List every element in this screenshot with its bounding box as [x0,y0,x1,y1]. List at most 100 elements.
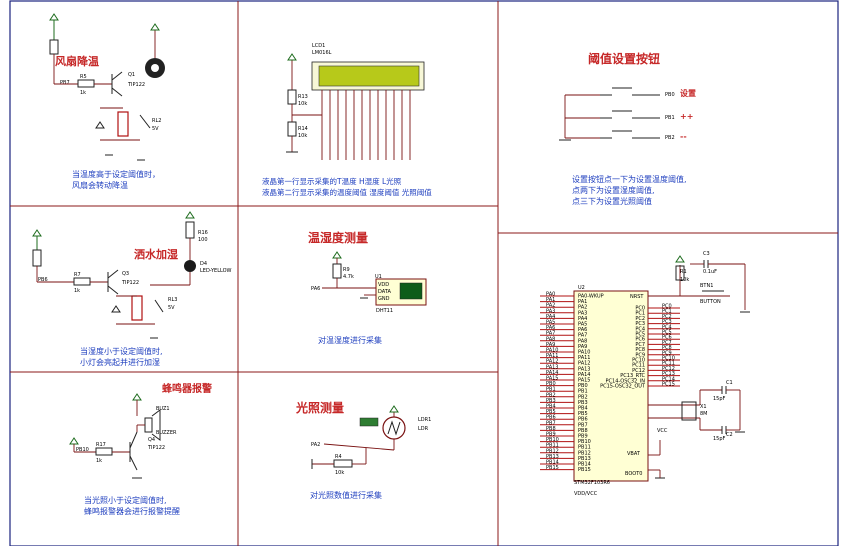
mcu-pin-label: PB15 [578,467,591,473]
lcd-desc-line1: 液晶第一行显示采集的T温度 H湿度 L光照 [262,176,402,186]
mcu-pin-label: PA11 [578,355,590,361]
mcu-pin-label: PA2 [578,305,587,311]
mcu-pin-label: PB2 [578,394,588,400]
lcd-model: LM016L [312,50,332,56]
mcu-pin-label: PB13 [578,456,591,462]
push-button-icon[interactable] [600,130,660,139]
boot0-label: BOOT0 [625,471,642,477]
mcu-net-label: PB1 [546,387,556,393]
mcu-net-label: PB6 [546,415,556,421]
mcu-pin-label: PB9 [578,434,588,440]
dht-display-icon [399,282,423,300]
crystal-x1-icon [681,401,697,421]
water-section: 洒水加湿 PB6 R7 1k Q3 TIP122 R16 100 D4 LED-… [32,211,232,367]
mcu-net-label: PB0 [546,381,556,387]
dht-desc: 对温湿度进行采集 [318,335,382,345]
buz1-value: BUZZER [156,430,177,436]
mcu-pin-label: PC5 [635,332,645,338]
c3-value: 0.1uF [703,269,717,275]
q4-value: TIP122 [147,445,165,451]
mcu-pin-label: PB6 [578,417,588,423]
rl2-label: RL2 [152,118,161,124]
dht-gnd: GND [378,296,390,302]
threshold-desc-line3: 点三下为设置光照阈值 [572,196,652,206]
mcu-net-label: PB7 [546,420,556,426]
lcd-pin-lines [321,90,411,160]
mcu-net-label: PC7 [662,340,672,346]
fan-desc-line2: 风扇会转动降温 [72,180,128,190]
push-button-icon[interactable] [600,110,660,119]
power-arrow-icon [185,211,195,219]
resistor-r17 [95,447,113,456]
mcu-net-label: PA13 [546,364,558,370]
r5-label: R5 [80,74,87,80]
mcu-net-label: PC11 [662,361,675,367]
q1-label: Q1 [128,72,135,78]
mcu-net-label: PA14 [546,370,558,376]
diode-icon [111,305,121,313]
mcu-net-label: PA7 [546,331,555,337]
light-title: 光照测量 [295,400,344,415]
mcu-pin-label: PB8 [578,428,588,434]
threshold-title: 阈值设置按钮 [588,51,660,66]
mcu-pin-label: PA15 [578,378,590,384]
r16-value: 100 [198,237,208,243]
q4-label: Q4 [148,437,155,443]
resistor-r16 [185,221,195,239]
mcu-pin-label: PC15-OSC32_OUT [600,384,646,390]
resistor-r9 [332,263,342,279]
mcu-net-label: PC0 [662,304,672,310]
mcu-pin-label: PC14-OSC32_IN [606,378,646,384]
mcu-net-label: PA11 [546,353,558,359]
vdd-label: VDD/VCC [574,491,598,497]
mcu-net-label: PA5 [546,320,555,326]
dht-section: 温湿度测量 R9 4.7k PA6 U1 VDD DATA GND DHT11 … [308,230,427,345]
mcu-left-pins: PA0-WKUPPA0PA1PA1PA2PA2PA3PA3PA4PA4PA5PA… [540,292,604,473]
relay-rl3 [131,295,143,321]
c1-value: 15pF [713,396,726,402]
mcu-net-label: PC3 [662,319,672,325]
r4-value: 10k [335,470,344,476]
r5-value: 1k [80,90,86,96]
r17-label: R17 [96,442,106,448]
mcu-net-label: PB5 [546,409,556,415]
mcu-pin-label: PB10 [578,439,591,445]
stm32-chip [573,290,649,482]
mcu-pin-label: PA12 [578,361,590,367]
minus-button-label: -- [680,132,687,141]
mcu-net-label: PB12 [546,448,559,454]
mcu-net-label: PB9 [546,432,556,438]
threshold-section: 阈值设置按钮 PB0 设置 PB1 ++ PB2 -- 设置按钮点一下为设置温度… [559,51,696,206]
mcu-pin-label: PB11 [578,445,591,451]
resistor-r13 [287,89,297,105]
mcu-pin-label: PC4 [635,326,645,332]
mcu-net-label: PA8 [546,336,555,342]
buzzer-pin-label: PB10 [76,447,89,453]
mcu-pin-label: PA0-WKUP [578,294,604,300]
mcu-net-label: PA2 [546,303,555,309]
mcu-net-label: PB3 [546,398,556,404]
mcu-pin-label: PC8 [635,347,645,353]
c2-value: 15pF [713,436,726,442]
push-button-icon[interactable] [600,87,660,96]
mcu-model: STM32F103R6 [574,480,610,486]
rl2-value: 5V [152,126,159,132]
mcu-pin-label: PA3 [578,310,587,316]
dht-data: DATA [378,289,391,295]
r17-value: 1k [96,458,102,464]
mcu-pin-label: PA8 [578,338,587,344]
c3-label: C3 [703,251,710,257]
mcu-net-label: PB4 [546,404,556,410]
mcu-pin-label: PB3 [578,400,588,406]
power-arrow-icon [332,251,342,259]
mcu-pin-label: PC3 [635,321,645,327]
buzzer-title: 蜂鸣器报警 [162,382,212,395]
mcu-pin-label: PC10 [632,358,645,364]
power-arrow-icon [49,13,59,40]
x1-label: X1 [700,404,707,410]
fan-title: 风扇降温 [55,54,99,68]
lcd-section: LCD1 LM016L R13 10k R14 10k 液晶第一行显示采集的T温… [262,43,432,197]
d4-value: LED-YELLOW [200,268,232,274]
dht-vdd: VDD [378,282,389,288]
dht-title: 温湿度测量 [308,230,368,245]
